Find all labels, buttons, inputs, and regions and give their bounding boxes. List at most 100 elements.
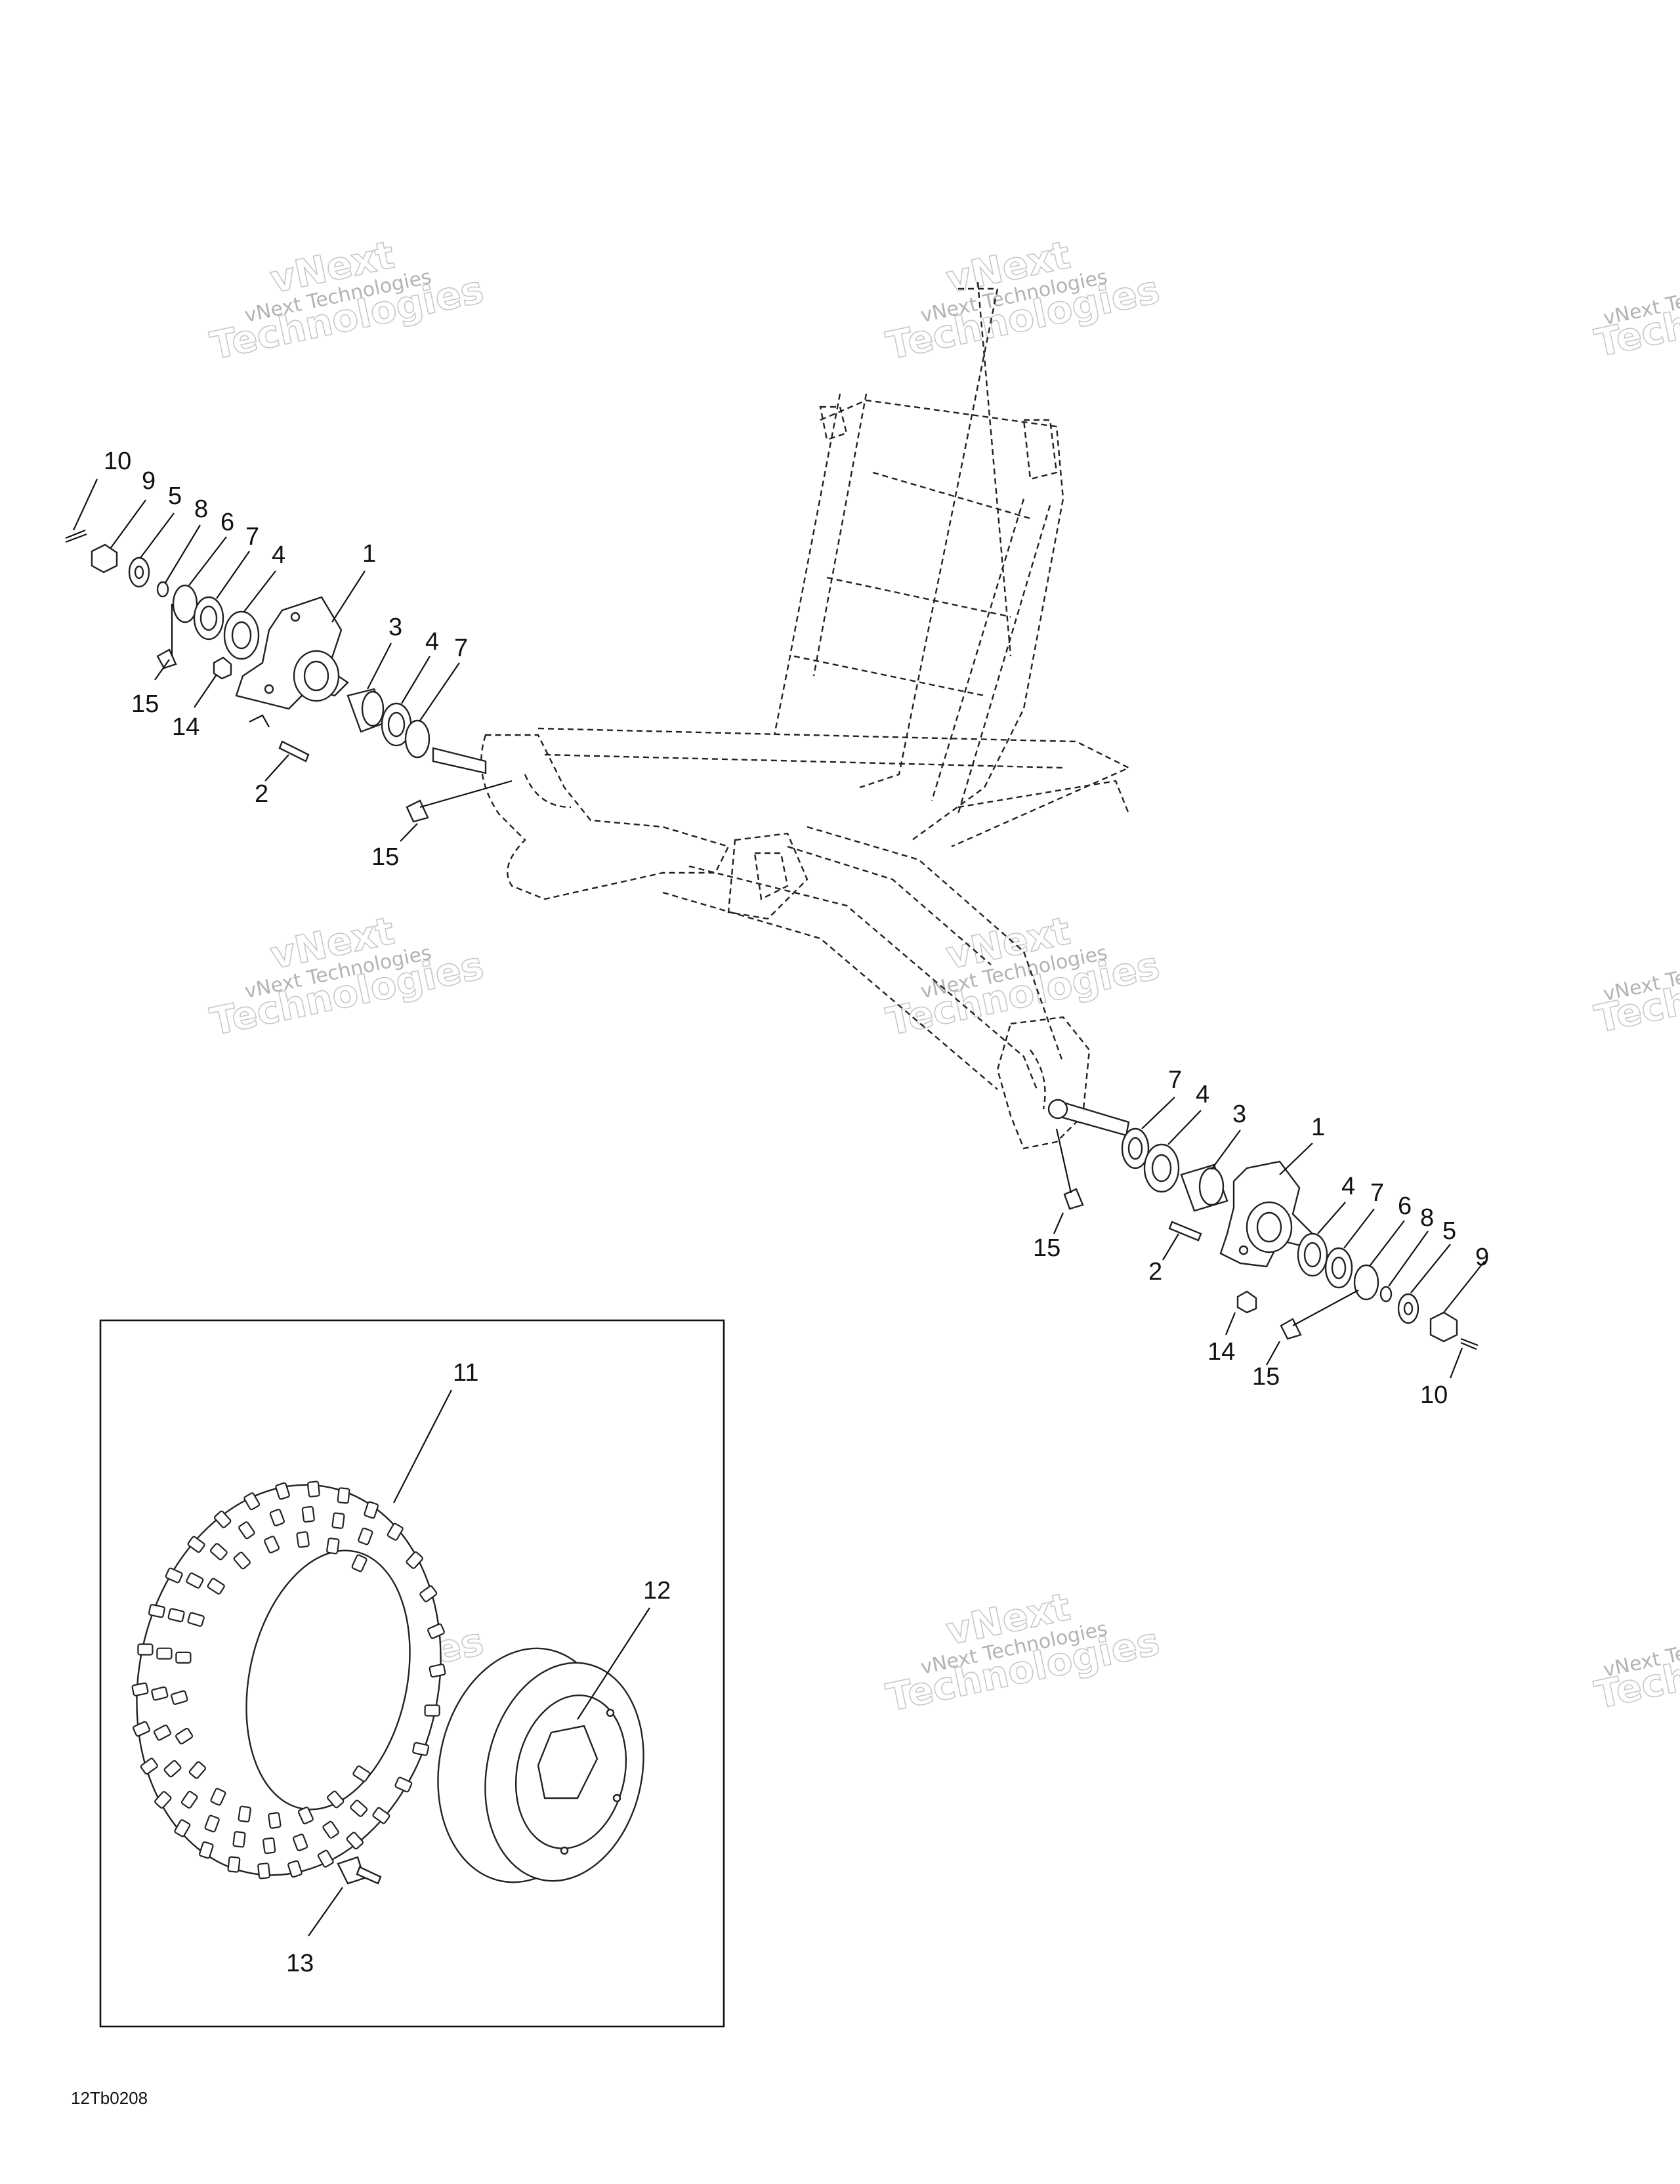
tread-block	[198, 1841, 214, 1859]
tread-block	[351, 1554, 368, 1572]
callout-number: 2	[1148, 1258, 1162, 1286]
tread-block	[262, 1837, 276, 1855]
tread-block	[268, 1812, 282, 1829]
tread-block	[180, 1790, 198, 1809]
tread-block	[306, 1480, 320, 1498]
tread-block	[165, 1567, 183, 1584]
callout-number: 8	[1420, 1204, 1434, 1232]
callout-number: 3	[1232, 1101, 1246, 1128]
seal-ring	[404, 719, 430, 759]
tread-block	[210, 1788, 226, 1806]
callout-number: 5	[1442, 1217, 1456, 1245]
tread-block	[187, 1536, 205, 1553]
wheel-detail	[131, 1480, 644, 1885]
grease-fitting	[406, 799, 429, 823]
tread-block	[287, 1860, 303, 1878]
castle-nut	[1429, 1311, 1458, 1343]
tread-block	[327, 1790, 345, 1809]
tread-block	[238, 1805, 251, 1823]
tread-block	[269, 1509, 285, 1526]
tread-block	[387, 1522, 404, 1541]
tread-block	[297, 1806, 314, 1824]
wheel-stud	[278, 740, 310, 763]
watermarks: vNext Technologies vNext Technologies vN…	[206, 232, 1680, 1721]
tread-block	[317, 1849, 334, 1868]
callout-number: 15	[131, 690, 159, 718]
figure-code: 12Tb0208	[71, 2088, 148, 2108]
seal	[172, 584, 198, 623]
tread-block	[209, 1543, 228, 1561]
tread-block	[358, 1527, 373, 1545]
callout-number: 7	[245, 523, 259, 551]
tread-block	[227, 1856, 241, 1873]
tread-block	[429, 1664, 446, 1678]
tread-block	[175, 1727, 194, 1745]
tire-tread	[131, 1480, 446, 1880]
callout-number: 12	[643, 1577, 671, 1605]
tread-block	[167, 1608, 185, 1623]
right-hub-assembly	[1047, 1099, 1479, 1351]
callout-number: 10	[1420, 1381, 1448, 1409]
spacer	[156, 581, 169, 598]
tread-block	[156, 1647, 173, 1660]
callout-number: 15	[1033, 1234, 1060, 1262]
seal	[1353, 1264, 1379, 1301]
tread-block	[346, 1832, 364, 1850]
tread-block	[243, 1492, 261, 1511]
tread-block	[350, 1799, 368, 1817]
callout-number: 3	[388, 614, 402, 641]
grease-fitting	[1280, 1318, 1302, 1340]
callout-number: 15	[1252, 1363, 1280, 1391]
tread-block	[412, 1742, 430, 1756]
tread-block	[204, 1815, 220, 1833]
tread-block	[233, 1551, 251, 1570]
axle-stub	[1059, 1101, 1130, 1137]
callout-number: 7	[454, 635, 468, 662]
callout-number: 4	[425, 628, 439, 656]
grease-fitting	[1063, 1188, 1084, 1210]
callout-number: 11	[453, 1359, 478, 1387]
callout-number: 7	[1168, 1066, 1182, 1094]
tread-block	[175, 1651, 192, 1664]
callout-number: 6	[220, 509, 234, 536]
castle-nut	[91, 543, 118, 574]
valve-stem	[337, 1856, 382, 1885]
callout-number: 9	[142, 467, 156, 495]
tread-block	[419, 1585, 438, 1603]
grease-fitting	[156, 648, 177, 669]
wheel-nut	[213, 656, 232, 680]
tread-block	[153, 1724, 172, 1741]
tread-block	[186, 1572, 204, 1589]
wheel-nut	[1236, 1290, 1257, 1314]
wheel-stud	[1168, 1221, 1202, 1242]
tread-block	[364, 1501, 379, 1519]
tread-block	[232, 1831, 246, 1848]
tread-block	[188, 1761, 207, 1779]
tread-block	[207, 1578, 225, 1595]
cotter-pin	[65, 529, 87, 543]
tread-block	[292, 1834, 308, 1851]
callout-number: 1	[362, 540, 376, 568]
tread-block	[187, 1612, 205, 1627]
callout-numbers: 10 9 5 8 6 7 4 1 3 4 7 15 14 2 15 7 4 3 …	[104, 448, 1489, 1977]
callout-number: 5	[168, 482, 182, 510]
tread-block	[151, 1686, 169, 1701]
tread-block	[140, 1757, 158, 1775]
tread-block	[148, 1604, 165, 1618]
callout-number: 4	[1196, 1081, 1209, 1108]
tread-block	[133, 1721, 150, 1737]
tread-block	[174, 1819, 191, 1838]
tread-block	[331, 1512, 345, 1529]
tread-block	[171, 1690, 188, 1705]
callout-number: 14	[1208, 1338, 1235, 1366]
tread-block	[137, 1643, 154, 1656]
left-hub-assembly	[65, 529, 513, 823]
vehicle-frame-drawing	[480, 282, 1131, 1150]
leader-lines	[73, 478, 1485, 1937]
tread-block	[301, 1505, 315, 1523]
callout-number: 8	[194, 495, 208, 523]
tread-block	[131, 1682, 149, 1696]
tread-block	[154, 1791, 172, 1809]
wheel-detail-box	[99, 1319, 725, 2028]
